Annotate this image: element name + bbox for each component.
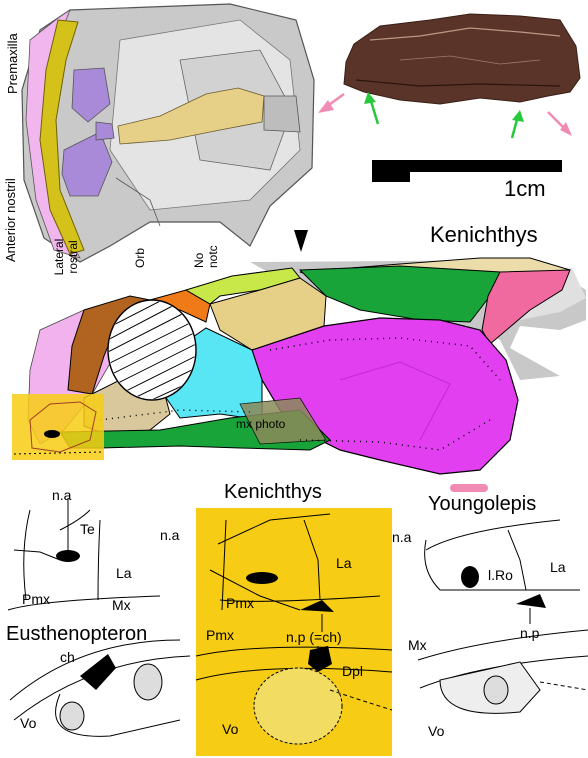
young-na: n.a <box>392 529 412 545</box>
main-skull-lateral <box>27 257 586 492</box>
ken-la: La <box>336 555 352 571</box>
ken-pmx-lower: Pmx <box>206 627 234 643</box>
ken-pmx-upper: Pmx <box>226 595 254 611</box>
snout-highlight-box <box>12 394 104 460</box>
mx-photo-label: mx photo <box>236 417 286 431</box>
label-no-notc: No notc <box>192 245 220 268</box>
eus-name: Eusthenopteron <box>6 623 148 645</box>
ken-dpl: Dpl <box>342 663 364 679</box>
eus-ch: ch <box>60 649 75 665</box>
scale-label: 1cm <box>504 176 546 201</box>
kenichthys-detail <box>195 513 393 745</box>
label-orb: Orb <box>133 247 147 268</box>
arrows <box>318 92 572 139</box>
eus-na: n.a <box>52 487 72 503</box>
main-title: Kenichthys <box>430 222 538 247</box>
eus-mx: Mx <box>112 597 131 613</box>
ken-mx: Mx <box>408 637 427 653</box>
specimen-photo <box>343 13 581 105</box>
eus-la: La <box>116 565 132 581</box>
skull-ventral-drawing <box>21 3 315 263</box>
eus-vo: Vo <box>20 715 37 731</box>
label-lateral-rostral: Lateral rostral <box>52 238 80 276</box>
eusthenopteron-diagrams <box>7 498 191 737</box>
eus-pmx: Pmx <box>22 591 50 607</box>
ken-name: Kenichthys <box>224 481 322 503</box>
ken-np-ch: n.p (=ch) <box>286 629 342 645</box>
eus-te: Te <box>80 521 95 537</box>
young-name: Youngolepis <box>428 493 537 515</box>
label-anterior-nostril: Anterior nostril <box>3 178 18 262</box>
young-lro: l.Ro <box>488 567 513 583</box>
label-premaxilla: Premaxilla <box>5 33 20 94</box>
triangle-marker <box>294 230 308 252</box>
ken-na: n.a <box>160 527 180 543</box>
premaxilla-shape <box>39 19 85 255</box>
ken-vo: Vo <box>222 721 239 737</box>
young-np: n.p <box>520 625 540 641</box>
youngolepis-diagrams <box>417 519 588 714</box>
young-la: La <box>550 559 566 575</box>
parasphenoid-shape <box>117 87 265 145</box>
scale-bar <box>372 160 562 172</box>
young-vo: Vo <box>428 723 445 739</box>
